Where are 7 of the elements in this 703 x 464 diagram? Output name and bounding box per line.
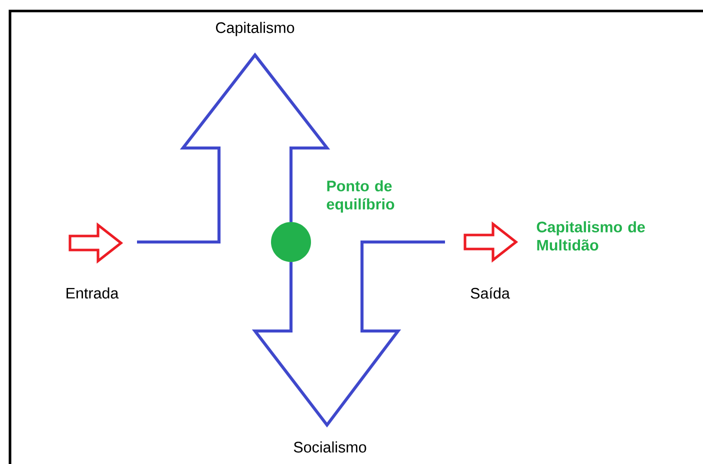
axis-label: Capitalismo [216,22,294,36]
input-label: Entrada [66,287,119,299]
output-label: Saída [470,287,510,299]
axis-label: Socialismo [294,441,366,453]
result-label: Capitalismo de Multidão [536,221,645,251]
equilibrium-dot [271,222,311,262]
point-label: Ponto de equilíbrio [326,180,394,213]
